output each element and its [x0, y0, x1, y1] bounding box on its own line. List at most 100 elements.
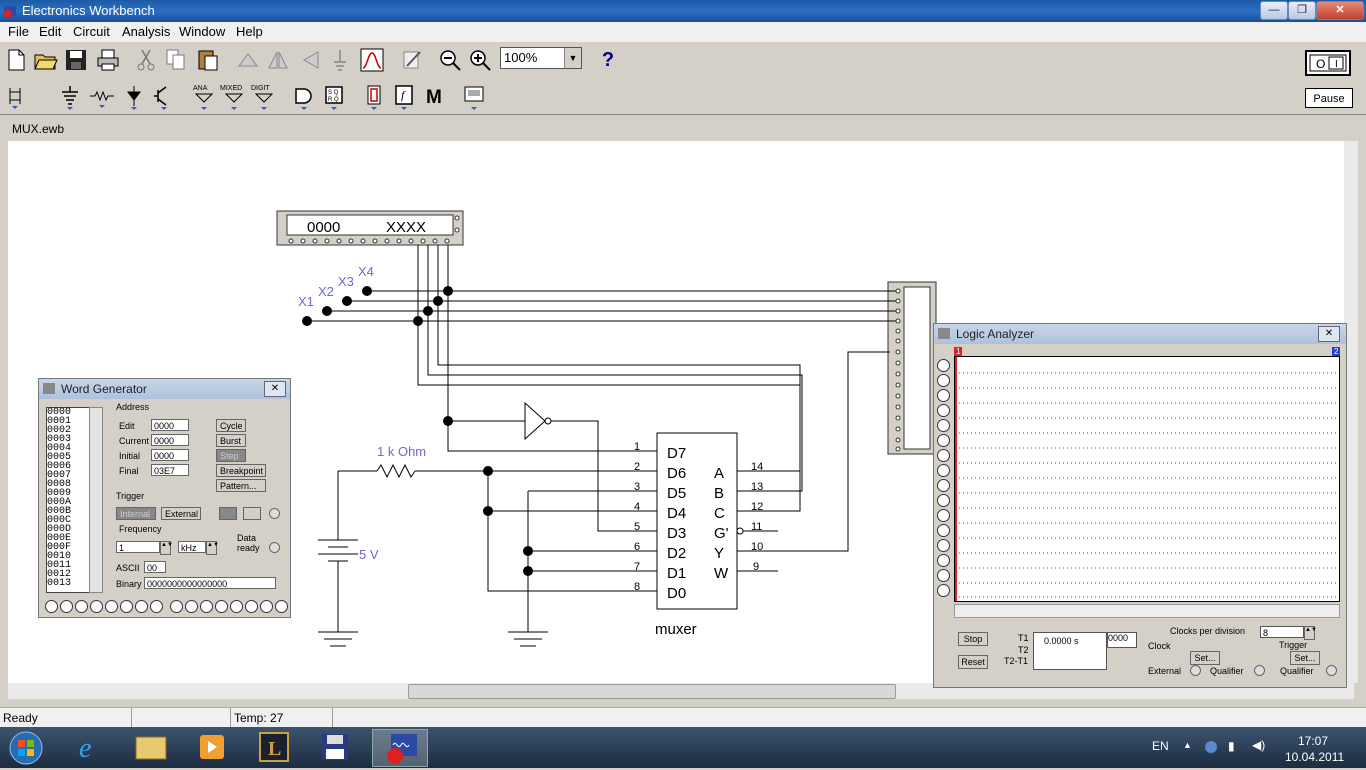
- menu-help[interactable]: Help: [236, 24, 263, 39]
- output-terminal-icon[interactable]: [260, 600, 273, 613]
- new-file-icon[interactable]: [2, 46, 30, 74]
- clocks-per-division-field[interactable]: 8: [1260, 626, 1304, 638]
- cursor-1-marker[interactable]: 1: [954, 347, 963, 356]
- list-item[interactable]: 000E: [47, 533, 72, 544]
- frequency-stepper-icon[interactable]: ▲▼: [160, 541, 173, 555]
- diodes-bin-icon[interactable]: [120, 82, 148, 110]
- input-terminal-icon[interactable]: [937, 584, 950, 597]
- unit-stepper-icon[interactable]: ▲▼: [206, 541, 219, 555]
- clocks-stepper-icon[interactable]: ▲▼: [1304, 626, 1317, 640]
- cursor-2-marker[interactable]: 2: [1332, 347, 1341, 356]
- initial-field[interactable]: 0000: [151, 449, 189, 461]
- output-terminal-icon[interactable]: [105, 600, 118, 613]
- input-terminal-icon[interactable]: [937, 494, 950, 507]
- language-indicator[interactable]: EN: [1152, 739, 1169, 753]
- explorer-folder-icon[interactable]: [124, 729, 178, 765]
- list-item[interactable]: 0001: [47, 416, 72, 427]
- list-item[interactable]: 0007: [47, 470, 72, 481]
- output-terminal-icon[interactable]: [150, 600, 163, 613]
- zoom-in-icon[interactable]: [466, 46, 494, 74]
- instruments-bin-icon[interactable]: [460, 82, 488, 110]
- input-terminal-icon[interactable]: [937, 389, 950, 402]
- transistors-bin-icon[interactable]: [150, 82, 178, 110]
- external-terminal-icon[interactable]: [1190, 665, 1201, 676]
- list-item[interactable]: 0009: [47, 488, 72, 499]
- list-item[interactable]: 0002: [47, 425, 72, 436]
- clock-set-button[interactable]: Set...: [1190, 651, 1220, 665]
- menu-window[interactable]: Window: [179, 24, 226, 39]
- media-player-icon[interactable]: [186, 729, 240, 765]
- input-terminal-icon[interactable]: [937, 404, 950, 417]
- zoom-out-icon[interactable]: [436, 46, 464, 74]
- close-icon[interactable]: ✕: [1318, 326, 1340, 342]
- floppy-disk-icon[interactable]: [310, 729, 364, 765]
- input-terminal-icon[interactable]: [937, 524, 950, 537]
- falling-edge-icon[interactable]: [243, 507, 261, 520]
- flip-vertical-icon[interactable]: [296, 46, 324, 74]
- internal-trigger-button[interactable]: Internal: [116, 507, 156, 520]
- list-item[interactable]: 000B: [47, 506, 72, 517]
- scroll-thumb[interactable]: [408, 684, 896, 699]
- list-item[interactable]: 0005: [47, 452, 72, 463]
- game-app-icon[interactable]: L: [248, 729, 302, 765]
- analog-ics-bin-icon[interactable]: ANA: [190, 82, 218, 110]
- menu-circuit[interactable]: Circuit: [73, 24, 110, 39]
- list-item[interactable]: 0000: [47, 407, 72, 418]
- output-terminal-icon[interactable]: [200, 600, 213, 613]
- cut-icon[interactable]: [132, 46, 160, 74]
- external-trigger-button[interactable]: External: [161, 507, 201, 520]
- output-terminal-icon[interactable]: [120, 600, 133, 613]
- output-terminal-icon[interactable]: [75, 600, 88, 613]
- indicators-bin-icon[interactable]: [360, 82, 388, 110]
- breakpoint-button[interactable]: Breakpoint: [216, 464, 266, 477]
- stop-button[interactable]: Stop: [958, 632, 988, 646]
- minimize-button[interactable]: —: [1260, 1, 1288, 20]
- list-item[interactable]: 0003: [47, 434, 72, 445]
- list-item[interactable]: 000A: [47, 497, 72, 508]
- tray-arrow-icon[interactable]: ▲: [1183, 740, 1192, 750]
- maximize-button[interactable]: ❐: [1288, 1, 1316, 20]
- list-item[interactable]: 000D: [47, 524, 72, 535]
- word-list-scrollbar[interactable]: [89, 407, 103, 593]
- rotate-icon[interactable]: [234, 46, 262, 74]
- trigger-set-button[interactable]: Set...: [1290, 651, 1320, 665]
- edit-field[interactable]: 0000: [151, 419, 189, 431]
- electronics-workbench-taskbar-icon[interactable]: [372, 729, 428, 767]
- trigger-terminal-icon[interactable]: [269, 508, 280, 519]
- save-icon[interactable]: [62, 46, 90, 74]
- input-terminal-icon[interactable]: [937, 479, 950, 492]
- output-terminal-icon[interactable]: [170, 600, 183, 613]
- list-item[interactable]: 0011: [47, 560, 72, 571]
- word-list[interactable]: 0000 0001 0002 0003 0004 0005 0006 0007 …: [46, 407, 91, 593]
- list-item[interactable]: 0010: [47, 551, 72, 562]
- chevron-down-icon[interactable]: ▼: [564, 48, 581, 68]
- trigger-qualifier-terminal-icon[interactable]: [1326, 665, 1337, 676]
- flip-horizontal-icon[interactable]: [264, 46, 292, 74]
- list-item[interactable]: 000F: [47, 542, 72, 553]
- clock-date[interactable]: 10.04.2011: [1285, 750, 1345, 764]
- output-terminal-icon[interactable]: [60, 600, 73, 613]
- output-terminal-icon[interactable]: [230, 600, 243, 613]
- input-terminal-icon[interactable]: [937, 374, 950, 387]
- output-terminal-icon[interactable]: [215, 600, 228, 613]
- favorites-bin-icon[interactable]: [4, 82, 32, 110]
- qualifier-terminal-icon[interactable]: [1254, 665, 1265, 676]
- list-item[interactable]: 0008: [47, 479, 72, 490]
- input-terminal-icon[interactable]: [937, 434, 950, 447]
- paste-icon[interactable]: [194, 46, 222, 74]
- internet-explorer-icon[interactable]: e: [62, 729, 116, 765]
- digital-ics-bin-icon[interactable]: DIGIT: [250, 82, 278, 110]
- sources-bin-icon[interactable]: [56, 82, 84, 110]
- menu-edit[interactable]: Edit: [39, 24, 62, 39]
- input-terminal-icon[interactable]: [937, 509, 950, 522]
- pattern-button[interactable]: Pattern...: [216, 479, 266, 492]
- frequency-unit-field[interactable]: kHz: [178, 541, 206, 553]
- help-button[interactable]: ?: [601, 49, 615, 71]
- logic-analyzer-display[interactable]: [954, 356, 1340, 602]
- list-item[interactable]: 000C: [47, 515, 72, 526]
- copy-icon[interactable]: [162, 46, 190, 74]
- open-folder-icon[interactable]: [32, 46, 60, 74]
- input-terminal-icon[interactable]: [937, 569, 950, 582]
- close-button[interactable]: ✕: [1316, 1, 1364, 20]
